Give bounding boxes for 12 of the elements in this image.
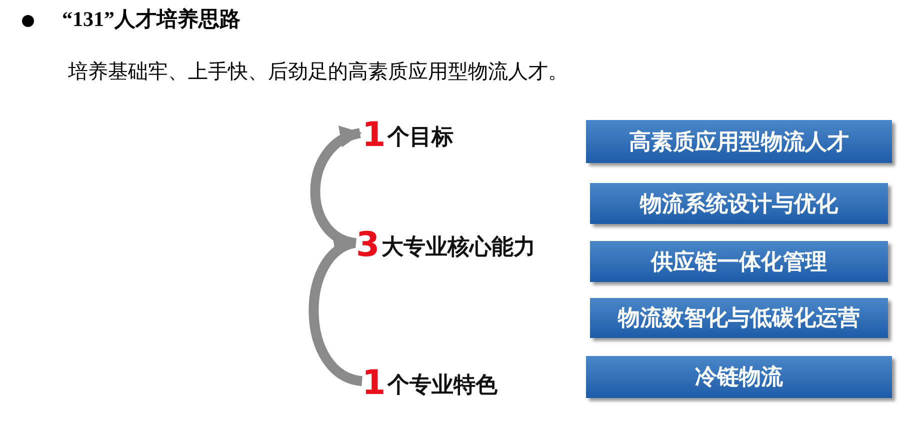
note-text: 培养基础牢、上手快、后劲足的高素质应用型物流人才。 (68, 60, 568, 85)
item-box: 高素质应用型物流人才 (586, 120, 892, 163)
item-box: 物流数智化与低碳化运营 (590, 298, 888, 338)
curved-arrow (310, 128, 362, 248)
item-box: 供应链一体化管理 (590, 241, 888, 282)
curved-arrow (308, 238, 364, 386)
step-label: 1个专业特色 (362, 358, 498, 400)
item-box: 冷链物流 (586, 356, 892, 398)
item-box: 物流系统设计与优化 (590, 183, 888, 224)
title: “131”人才培养思路 (62, 6, 240, 33)
step-label: 1个目标 (362, 110, 454, 152)
step-label: 3大专业核心能力 (356, 220, 536, 262)
